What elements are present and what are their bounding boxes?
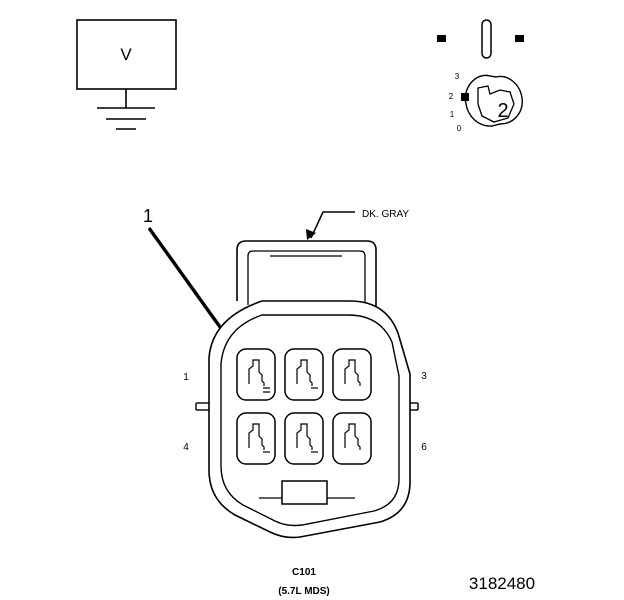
pin-label-6: 6 <box>421 442 427 453</box>
ground-icon <box>97 107 155 130</box>
pin-cavity-1 <box>236 348 276 401</box>
connector-key <box>281 480 328 505</box>
pin-cavity-3 <box>332 348 372 401</box>
pin-cavity-2 <box>284 348 324 401</box>
dial-selected-value: 2 <box>497 100 508 122</box>
connector-variant: (5.7L MDS) <box>278 586 330 597</box>
selector-dial-icon: 3 2 1 0 2 <box>437 19 524 133</box>
connector-color-label: DK. GRAY <box>362 209 409 220</box>
callout-number: 1 <box>143 206 153 226</box>
slot-indicator <box>481 19 492 59</box>
voltmeter-label: V <box>120 45 132 64</box>
dial-position-label: 1 <box>450 110 455 119</box>
dial-position-label: 2 <box>449 92 454 101</box>
connector-name: C101 <box>292 567 316 578</box>
dial-position-label: 0 <box>457 124 462 133</box>
pin-cavity-4 <box>236 412 276 465</box>
pin-label-1: 1 <box>183 372 189 383</box>
right-marker <box>515 35 524 42</box>
figure-id: 3182480 <box>469 574 535 593</box>
dial-pointer <box>461 93 469 101</box>
pin-label-4: 4 <box>183 442 189 453</box>
dial-knob <box>477 85 515 123</box>
pin-cavity-5 <box>284 412 324 465</box>
voltmeter-symbol: V <box>76 19 177 130</box>
left-marker <box>437 35 446 42</box>
locking-latch <box>236 240 377 309</box>
color-callout: DK. GRAY <box>306 209 409 240</box>
dial-position-label: 3 <box>455 72 460 81</box>
pin-label-3: 3 <box>421 371 427 382</box>
pin-cavity-6 <box>332 412 372 465</box>
connector-face: 1 3 4 6 <box>183 240 427 539</box>
